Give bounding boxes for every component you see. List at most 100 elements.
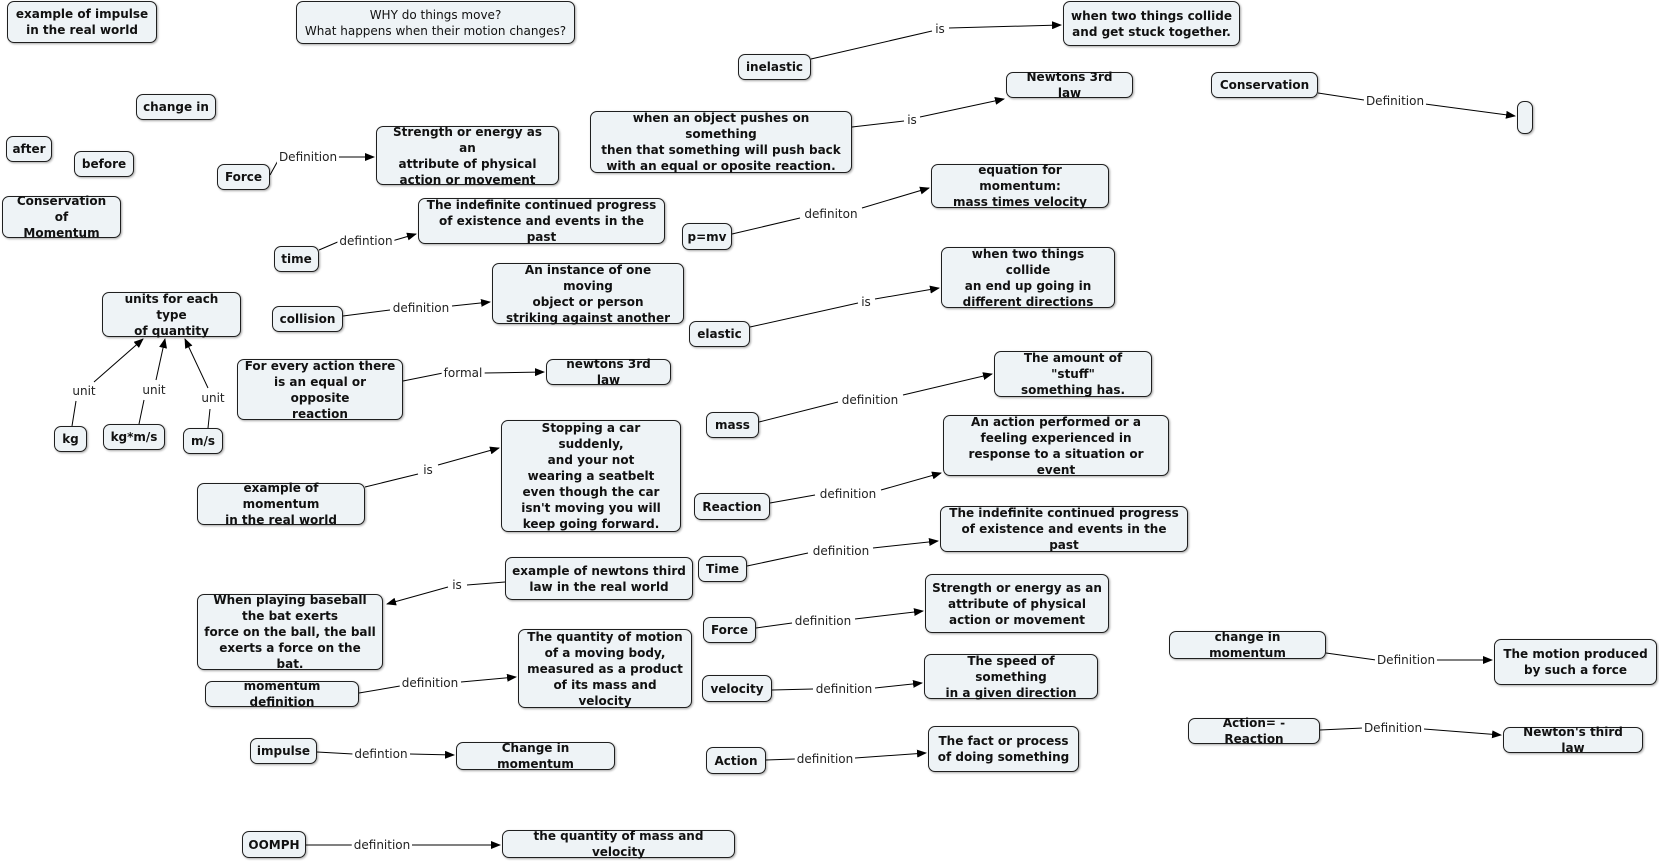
link-label-change-in-momentum-definition: Definition [1374,653,1438,667]
connector-kgms-a [138,399,145,425]
node-why-do-things-move[interactable]: WHY do things move? What happens when th… [296,1,575,44]
link-label-collision-definition: definition [390,301,452,315]
node-velocity[interactable]: velocity [702,675,772,702]
node-inelastic[interactable]: inelastic [738,54,811,80]
connector-cons-a [1317,92,1365,101]
connector-elastic-a [749,302,859,328]
node-action-equals-minus-reaction[interactable]: Action= -Reaction [1188,716,1320,746]
node-m-s[interactable]: m/s [183,428,223,454]
node-time[interactable]: time [274,246,319,272]
node-collision-definition[interactable]: An instance of one moving object or pers… [492,263,684,325]
node-time-definition[interactable]: The indefinite continued progress of exi… [418,198,665,244]
node-newtons-3rd-law-upper[interactable]: Newtons 3rd law [1006,70,1133,100]
node-elastic-definition[interactable]: when two things collide an end up going … [941,247,1115,309]
node-change-in-momentum-box[interactable]: Change in momentum [456,741,615,771]
node-velocity-definition[interactable]: The speed of something in a given direct… [924,654,1098,700]
connector-mass-b [902,372,993,396]
connector-pmv-a [731,217,801,235]
node-newtons-3rd-law-lower[interactable]: newtons 3rd law [546,357,671,387]
connector-collision-b [451,298,491,307]
node-momentum-definition[interactable]: momentum definition [205,679,359,709]
node-example-of-impulse[interactable]: example of impulse in the real world [7,1,157,43]
link-label-momentum-example-is: is [421,463,435,477]
connector-force2-a [755,622,793,629]
node-change-in-momentum[interactable]: change in momentum [1169,630,1326,660]
link-label-kg-unit: unit [70,384,98,398]
node-mass-definition[interactable]: The amount of "stuff" something has. [994,351,1152,397]
node-force[interactable]: Force [217,164,270,190]
node-reaction-definition[interactable]: An action performed or a feeling experie… [943,415,1169,477]
node-time-2[interactable]: Time [698,556,747,582]
connector-formal-a [402,372,444,382]
link-label-time2-definition: definition [810,544,872,558]
node-time-2-definition[interactable]: The indefinite continued progress of exi… [940,506,1188,552]
node-p-equals-mv-definition[interactable]: equation for momentum: mass times veloci… [931,163,1109,209]
link-label-ms-unit: unit [199,391,227,405]
node-oomph-definition[interactable]: the quantity of mass and velocity [502,829,735,859]
link-label-pmv-definition: definiton [802,207,860,221]
link-label-kgms-unit: unit [140,383,168,397]
node-units-for-each-type[interactable]: units for each type of quantity [102,292,241,338]
node-elastic[interactable]: elastic [689,321,750,347]
connector-time-a [318,240,341,251]
connector-inel-b [948,21,1062,30]
node-change-in[interactable]: change in [136,94,216,120]
node-object-pushes[interactable]: when an object pushes on something then … [590,111,852,173]
node-after[interactable]: after [6,136,52,162]
connector-force2-b [854,608,924,620]
connector-push-a [851,120,905,128]
node-kg-m-s[interactable]: kg*m/s [103,424,165,450]
connector-mom-a [364,473,419,488]
link-label-action-definition: definition [794,752,856,766]
connector-momdef-b [460,673,517,683]
node-inelastic-definition[interactable]: when two things collide and get stuck to… [1063,1,1240,46]
connector-react-a [769,494,816,504]
node-before[interactable]: before [74,151,134,177]
connector-mom-b [437,446,500,466]
node-action[interactable]: Action [706,747,766,774]
link-label-pushes-is: is [905,113,919,127]
connector-ar-b [1423,728,1502,739]
link-label-action-reaction-definition: Definition [1361,721,1425,735]
connector-act-b [854,749,927,759]
node-p-equals-mv[interactable]: p=mv [682,223,732,250]
link-label-inelastic-is: is [933,22,947,36]
link-label-time-definition: defintion [337,234,395,248]
connector-elastic-b [874,285,940,300]
node-conservation[interactable]: Conservation [1211,72,1318,98]
node-conservation-of-momentum[interactable]: Conservation of Momentum [2,194,121,240]
connector-vel-a [771,688,814,691]
node-action-reaction-definition[interactable]: Newton's third law [1503,725,1643,755]
node-baseball-example[interactable]: When playing baseball the bat exerts for… [197,593,383,671]
link-label-conservation-definition: Definition [1363,94,1427,108]
node-force-definition[interactable]: Strength or energy as an attribute of ph… [376,125,559,187]
node-stopping-car[interactable]: Stopping a car suddenly, and your not we… [501,420,681,532]
node-action-definition[interactable]: The fact or process of doing something [928,726,1079,772]
node-reaction[interactable]: Reaction [694,493,770,520]
node-force-2[interactable]: Force [703,617,756,643]
node-momentum-definition-text[interactable]: The quantity of motion of a moving body,… [518,629,692,708]
link-label-impulse-definition: defintion [352,747,410,761]
node-force-2-definition[interactable]: Strength or energy as an attribute of ph… [925,574,1109,633]
node-mass[interactable]: mass [706,412,759,438]
node-collision[interactable]: collision [272,306,343,332]
connector-push-b [919,96,1005,118]
link-label-force-definition: Definition [276,150,340,164]
link-label-elastic-is: is [859,295,873,309]
connector-time2-b [872,537,939,549]
node-impulse[interactable]: impulse [250,738,317,764]
connector-impulse-b [409,750,455,759]
node-example-of-newtons-third-law[interactable]: example of newtons third law in the real… [505,557,693,600]
connector-react-b [880,471,942,491]
node-conservation-definition-empty[interactable] [1517,101,1533,134]
node-example-of-momentum[interactable]: example of momentum in the real world [197,481,365,527]
node-every-action[interactable]: For every action there is an equal or op… [237,359,403,421]
node-change-in-momentum-definition[interactable]: The motion produced by such a force [1494,639,1657,685]
connector-ms-a [207,408,211,429]
node-oomph[interactable]: OOMPH [242,831,306,858]
node-kg[interactable]: kg [54,426,87,452]
connector-momdef-a [358,685,401,694]
connector-formal-b [483,368,545,377]
link-label-formal: formal [441,366,485,380]
connector-ar-a [1319,727,1364,731]
